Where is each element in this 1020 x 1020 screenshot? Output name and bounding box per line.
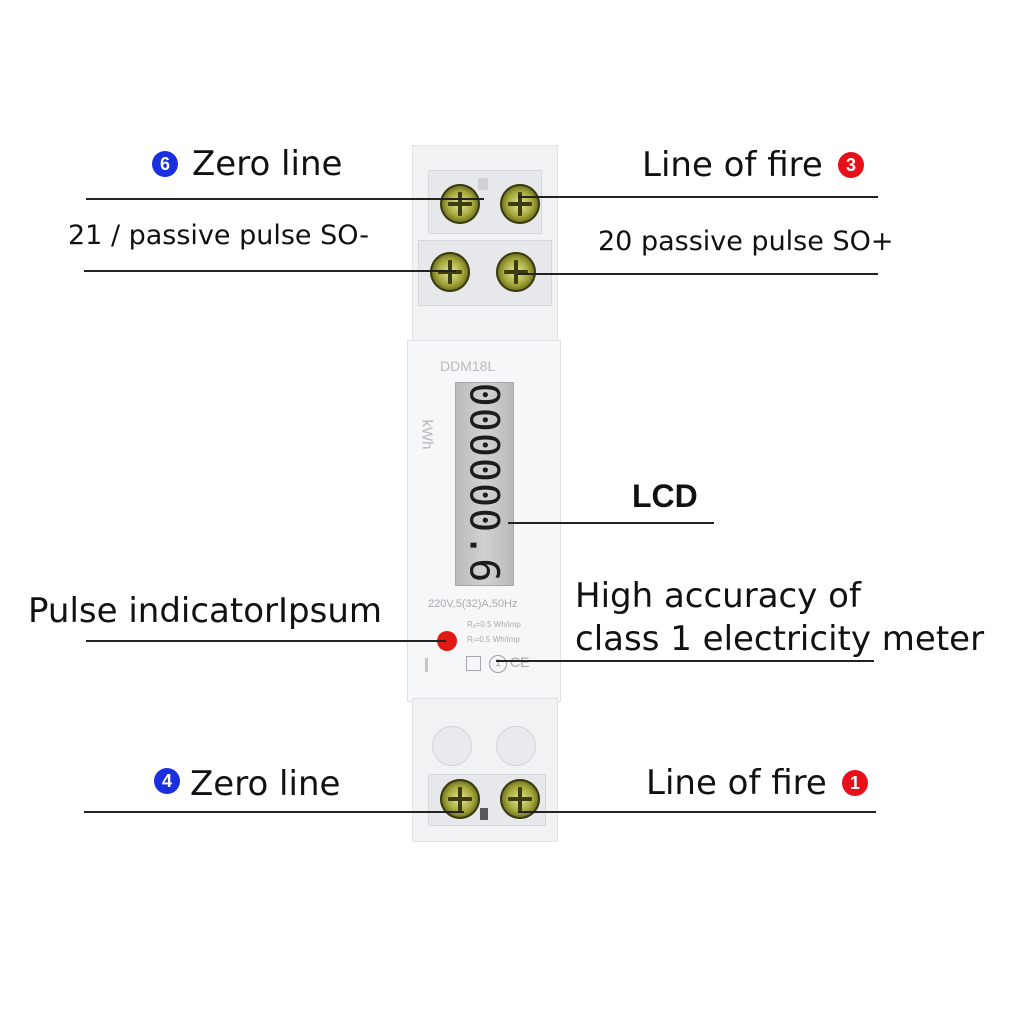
vent-icon — [432, 726, 472, 766]
leader-line-lcd — [508, 522, 714, 524]
leader-line-pulse-plus — [518, 273, 878, 275]
ce-mark: CE — [510, 654, 530, 670]
unit-label-wrap: kWh — [418, 412, 448, 462]
vent-icon — [496, 726, 536, 766]
lcd-display — [455, 382, 514, 586]
terminal-screw-21 — [430, 252, 470, 292]
lcd-reading: 000000.6 — [460, 382, 507, 584]
terminal-screw-4 — [440, 779, 480, 819]
accuracy-class-mark: 1 — [489, 655, 507, 673]
label-pulse-indicator: Pulse indicatorIpsum — [28, 591, 382, 631]
label-accuracy-line2: class 1 electricity meter — [575, 619, 985, 659]
leader-line-pulse-indicator — [86, 640, 446, 642]
leader-line-pulse-minus — [84, 270, 456, 272]
terminal-screw-3 — [500, 184, 540, 224]
label-lcd: LCD — [632, 478, 698, 514]
label-pulse-minus: 21 / passive pulse SO- — [68, 220, 370, 251]
leader-line-bottom-right — [518, 811, 876, 813]
bottom-slot — [480, 808, 488, 820]
badge-6: 6 — [152, 151, 178, 177]
leader-line-top-left — [86, 198, 484, 200]
label-pulse-plus: 20 passive pulse SO+ — [598, 226, 894, 257]
lcd-reading-wrap: 000000.6 — [455, 382, 512, 584]
double-insulation-icon — [466, 656, 481, 671]
top-slot — [478, 178, 488, 190]
label-top-line-of-fire: Line of fire — [642, 145, 823, 185]
badge-1: 1 — [842, 770, 868, 796]
leader-line-top-right — [518, 196, 878, 198]
label-bottom-line-of-fire: Line of fire — [646, 763, 827, 803]
badge-4: 4 — [154, 768, 180, 794]
terminal-screw-1 — [500, 779, 540, 819]
label-accuracy-line1: High accuracy of — [575, 576, 861, 616]
meter-rating: 220V,5(32)A,50Hz — [428, 598, 518, 610]
meter-constant-2: Rᵣ=0.5 Wh/imp — [467, 635, 520, 644]
unit-label: kWh — [418, 419, 436, 450]
leader-line-accuracy — [496, 660, 874, 662]
label-bottom-zero-line: Zero line — [190, 764, 341, 804]
thermometer-icon — [425, 658, 428, 672]
label-top-zero-line: Zero line — [192, 144, 343, 184]
pulse-indicator-led — [437, 631, 457, 651]
leader-line-bottom-left — [84, 811, 464, 813]
badge-3: 3 — [838, 152, 864, 178]
meter-constant-1: Rₐ=0.5 Wh/imp — [467, 620, 521, 629]
terminal-screw-6 — [440, 184, 480, 224]
meter-model: DDM18L — [440, 358, 496, 374]
terminal-screw-20 — [496, 252, 536, 292]
